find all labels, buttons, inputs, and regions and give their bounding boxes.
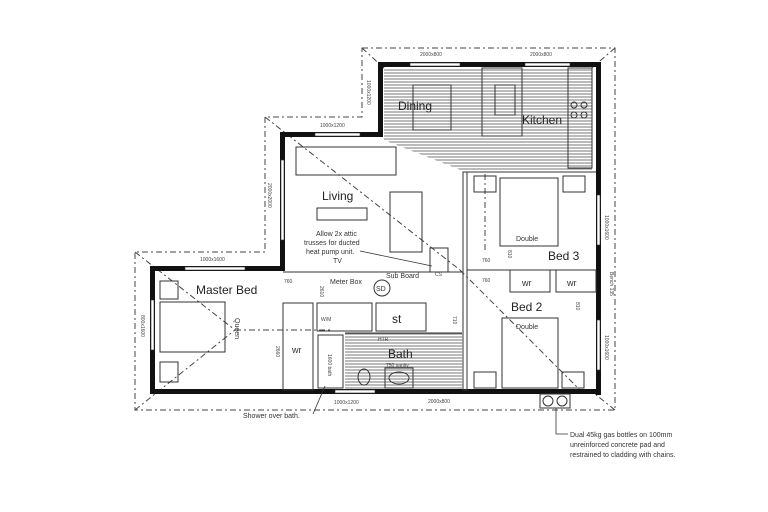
window-living-top: 1000x1200	[320, 123, 345, 129]
door-bed2: 760	[482, 278, 491, 284]
room-label-bed2: Bed 2	[511, 300, 543, 314]
window-master-top: 1000x1600	[200, 257, 225, 263]
door-bath: 710	[451, 316, 457, 325]
label-smoke-detector: SD	[376, 286, 386, 293]
room-labels: Dining Kitchen Living Master Bed Bed 3 B…	[196, 99, 580, 361]
window-bath-bottom: 1000x1200	[334, 400, 359, 406]
dining-table	[412, 84, 452, 131]
smoke-detector	[373, 279, 391, 297]
room-label-kitchen: Kitchen	[522, 113, 562, 127]
note-gas-line3: restrained to cladding with chains.	[570, 452, 676, 459]
label-queen: Queen	[233, 318, 240, 339]
fixture-labels: Double Double Queen TV Meter Box Sub Boa…	[233, 236, 614, 376]
window-kitchen-top: 2000x800	[530, 52, 552, 58]
label-tv: TV	[333, 258, 342, 265]
label-double-bed2: Double	[516, 324, 538, 331]
vanity	[384, 367, 414, 389]
room-label-wr-master: wr	[291, 345, 302, 355]
fridge-sink	[494, 84, 516, 116]
door-master: 760	[284, 279, 293, 285]
room-label-living: Living	[322, 189, 353, 203]
room-label-master-bed: Master Bed	[196, 283, 257, 297]
label-cs: CS	[435, 272, 443, 278]
kitchen-island	[481, 67, 523, 137]
door-laundry: 2610	[318, 286, 324, 297]
label-htr: HTR	[378, 337, 389, 343]
label-washing-machine: W/M	[321, 317, 331, 323]
annotations: Allow 2x attic trusses for ducted heat p…	[243, 231, 676, 459]
sofa-3-seater	[295, 146, 397, 176]
note-shower: Shower over bath.	[243, 413, 300, 420]
room-label-bed3: Bed 3	[548, 249, 580, 263]
windows	[150, 62, 601, 394]
bed2-double	[501, 317, 559, 389]
window-dining-left: 1000x1200	[365, 80, 371, 105]
window-size-labels: 2000x800 2000x800 1000x1200 1000x1200 20…	[139, 52, 609, 406]
note-attic-line2: trusses for ducted	[304, 240, 360, 247]
note-attic-line1: Allow 2x attic	[316, 231, 357, 238]
leader-lines	[312, 250, 568, 435]
cs-cupboard	[429, 247, 449, 273]
gas-bottles	[539, 393, 571, 409]
door-bed3-wr: 810	[506, 250, 512, 259]
window-master-left: 800x1600	[139, 315, 145, 337]
note-attic-line3: heat pump unit.	[306, 249, 354, 256]
coffee-table	[316, 207, 368, 221]
bathtub	[317, 334, 344, 389]
door-wr-master: 2660	[274, 346, 280, 357]
bath-floor	[345, 333, 462, 390]
kitchen-dining-floor	[384, 68, 592, 172]
kitchen-bench	[567, 67, 593, 169]
bed3-double	[499, 177, 559, 247]
door-width-labels: 760 760 760 810 810 710 2610 2660	[274, 250, 580, 357]
window-bed3-right: 1000x1600	[603, 215, 609, 240]
toilet	[357, 368, 371, 386]
label-vanity: 750 vanity	[386, 363, 409, 369]
note-gas-line1: Dual 45kg gas bottles on 100mm	[570, 432, 673, 439]
roof-outline	[134, 47, 616, 411]
room-label-wr-bed3: wr	[566, 278, 577, 288]
label-sub-board: Sub Board	[386, 273, 419, 280]
master-queen	[159, 301, 226, 353]
room-label-store: st	[392, 312, 402, 326]
room-label-wr-bed2: wr	[521, 278, 532, 288]
door-bed3: 760	[482, 258, 491, 264]
window-bed2-right: 1000x1600	[603, 335, 609, 360]
note-gas-line2: unreinforced concrete pad and	[570, 442, 665, 449]
label-meter-box: Meter Box	[330, 279, 362, 286]
sofa-2-seater	[389, 191, 423, 253]
furniture	[159, 67, 593, 409]
label-double-bed3: Double	[516, 236, 538, 243]
room-label-bath: Bath	[388, 347, 413, 361]
room-label-dining: Dining	[398, 99, 432, 113]
label-bathtub: 1600 bath	[326, 354, 332, 376]
window-hall-bottom: 2000x800	[428, 399, 450, 405]
interior-walls	[282, 171, 597, 391]
door-bed2-wr: 810	[574, 302, 580, 311]
window-living-left: 2000x2000	[266, 183, 272, 208]
label-bench: Bench 135	[608, 272, 614, 296]
window-dining-top: 2000x800	[420, 52, 442, 58]
